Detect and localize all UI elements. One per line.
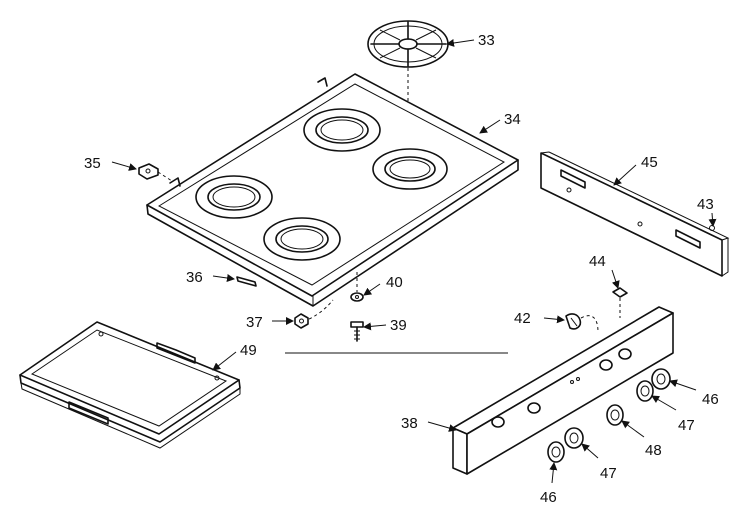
callout-43: 43 — [697, 196, 714, 213]
callout-35: 35 — [84, 155, 101, 172]
drip-tray-part — [19, 321, 241, 449]
callout-47-upper: 47 — [678, 417, 695, 434]
callout-44: 44 — [589, 253, 606, 270]
callout-47-lower: 47 — [600, 465, 617, 482]
callout-leaders — [111, 39, 717, 484]
burner-opening-rear-right — [372, 148, 448, 190]
knob-rear-left — [636, 380, 654, 402]
callout-46-lower: 46 — [540, 489, 557, 506]
callout-37: 37 — [246, 314, 263, 331]
cooktop-part — [146, 73, 519, 307]
clip-part — [236, 276, 257, 287]
nut-guide-line — [308, 299, 334, 320]
callout-42: 42 — [514, 310, 531, 327]
bracket-guide-line — [157, 171, 173, 182]
burner-opening-rear-left — [303, 108, 381, 152]
burner-opening-front-right — [263, 217, 341, 261]
burner-grate-part — [367, 20, 449, 68]
callout-38: 38 — [401, 415, 418, 432]
switch-part — [565, 313, 582, 330]
knob-front-left — [547, 441, 565, 463]
callout-34: 34 — [504, 111, 521, 128]
knob-center — [606, 404, 624, 426]
callout-49: 49 — [240, 342, 257, 359]
nut-part — [294, 313, 309, 329]
callout-36: 36 — [186, 269, 203, 286]
knob-front-right — [564, 427, 584, 449]
callout-labels: 33 34 35 36 37 38 39 40 42 43 44 45 46 4… — [84, 32, 719, 506]
callout-39: 39 — [390, 317, 407, 334]
washer-part — [350, 292, 364, 302]
callout-33: 33 — [478, 32, 495, 49]
switch-guide-line — [580, 315, 599, 333]
callout-40: 40 — [386, 274, 403, 291]
grommet-part — [612, 287, 628, 298]
burner-opening-front-left — [195, 175, 273, 219]
bracket-part — [138, 163, 159, 180]
callout-48: 48 — [645, 442, 662, 459]
callout-46-upper: 46 — [702, 391, 719, 408]
screw-part — [350, 321, 364, 342]
callout-45: 45 — [641, 154, 658, 171]
manifold-panel-part — [452, 306, 674, 475]
rear-panel-bracket-part — [540, 151, 730, 277]
knob-rear-right — [651, 368, 671, 390]
